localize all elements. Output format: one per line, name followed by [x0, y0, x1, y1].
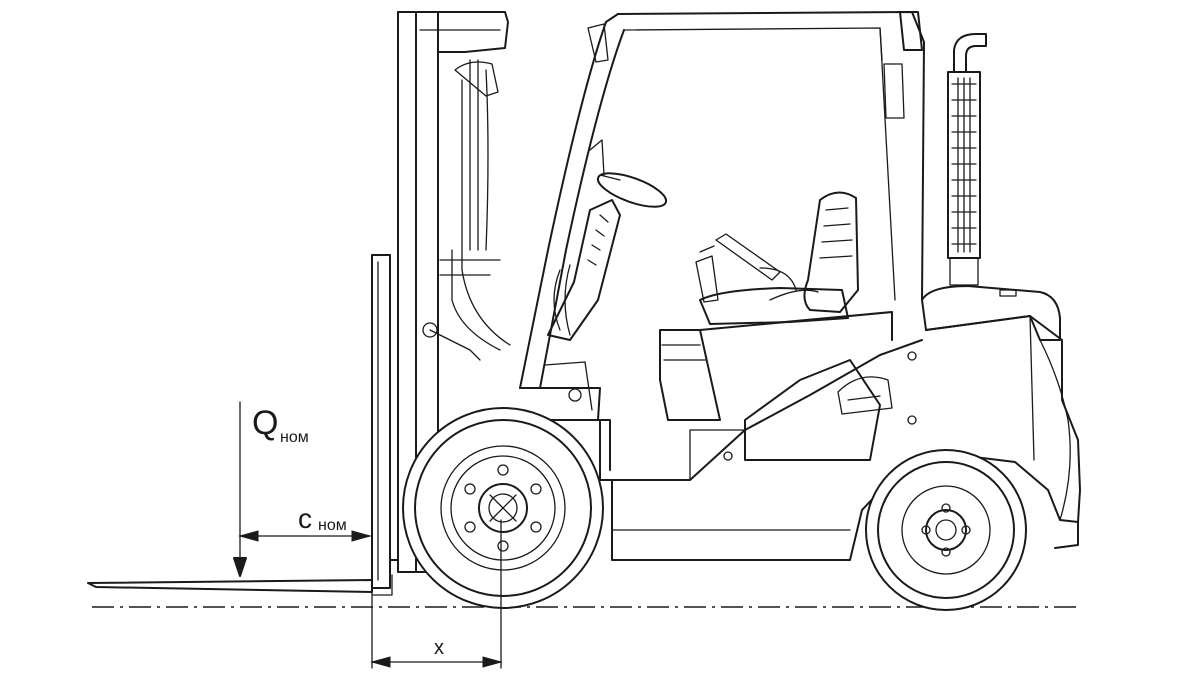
overhead-guard — [519, 11, 925, 389]
rear-wheel — [865, 449, 1027, 611]
steering-column — [519, 139, 668, 421]
operator-seat — [695, 191, 859, 325]
exhaust-pipe — [947, 33, 987, 286]
load-center-label: c — [298, 503, 312, 534]
mast — [397, 11, 511, 573]
fork-tine — [87, 579, 373, 593]
load-dimension-lines — [233, 401, 503, 669]
load-label: Q — [252, 404, 278, 442]
load-label-subscript: ном — [280, 429, 309, 446]
front-wheel — [402, 407, 604, 609]
counterweight — [921, 285, 1081, 523]
load-center-label-subscript: ном — [318, 517, 347, 534]
fork-carriage — [371, 254, 399, 589]
axle-distance-label: x — [434, 637, 444, 659]
